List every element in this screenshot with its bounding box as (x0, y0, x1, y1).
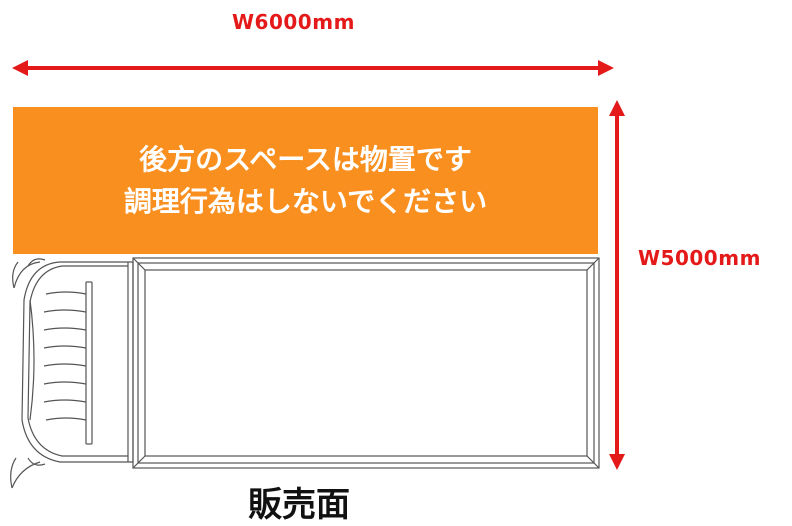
sales-face-label: 販売面 (248, 485, 350, 525)
rear-storage-area: 後方のスペースは物置です 調理行為はしないでください (13, 107, 598, 254)
truck-bed (132, 257, 600, 469)
storage-notice-line-1: 後方のスペースは物置です (139, 142, 472, 176)
depth-arrow (609, 100, 625, 470)
width-arrow (12, 60, 614, 76)
width-dimension-label: W6000mm (232, 10, 355, 34)
depth-dimension-label: W5000mm (638, 246, 761, 270)
storage-notice-line-2: 調理行為はしないでください (123, 184, 488, 218)
truck-cab (10, 258, 134, 489)
